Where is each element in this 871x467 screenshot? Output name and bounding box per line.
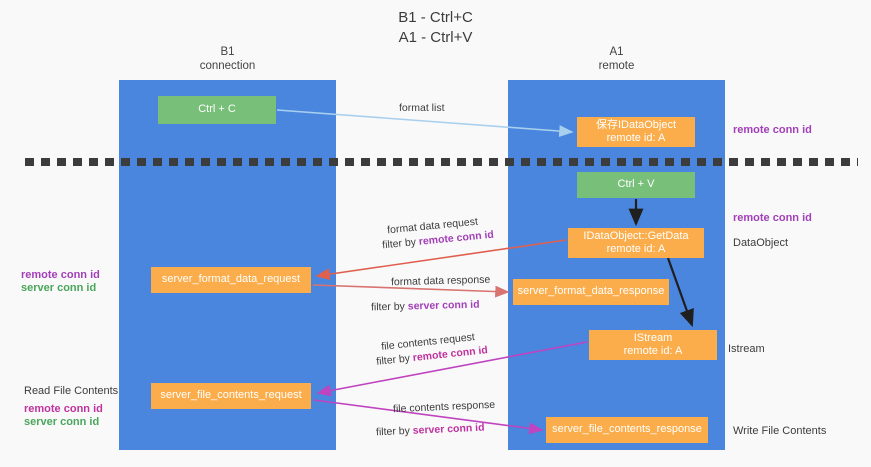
column-header-a1-role: remote [598, 60, 635, 72]
edge-filter-key-4: server conn id [412, 421, 485, 437]
annotation-left-remote-conn-id-mid: remote conn id [21, 269, 100, 281]
page-title-line-2: A1 - Ctrl+V [398, 29, 473, 46]
node-istream[interactable]: IStream remote id: A [589, 330, 717, 360]
node-save-idataobject-line1: 保存IDataObject [595, 118, 677, 131]
column-header-b1: B1 connection [119, 45, 336, 73]
node-save-idataobject[interactable]: 保存IDataObject remote id: A [577, 117, 695, 147]
node-ctrl-c-label: Ctrl + C [198, 103, 236, 116]
page-title: B1 - Ctrl+C A1 - Ctrl+V [0, 8, 871, 48]
node-idataobject-getdata-line1: IDataObject::GetData [583, 229, 689, 242]
node-server-format-data-response[interactable]: server_format_data_response [513, 279, 669, 305]
edge-filter-prefix-4: filter by [375, 424, 414, 439]
node-server-file-contents-request-label: server_file_contents_request [160, 389, 302, 402]
edge-caption-format-data-response: format data response [390, 273, 491, 289]
column-header-b1-name: B1 [220, 46, 235, 58]
edge-filter-key-2: server conn id [407, 298, 480, 313]
node-server-file-contents-response-label: server_file_contents_response [552, 423, 702, 436]
node-server-file-contents-request[interactable]: server_file_contents_request [151, 383, 311, 409]
annotation-remote-conn-id-top: remote conn id [733, 124, 812, 136]
edge-filter-prefix-3: filter by [375, 352, 414, 368]
node-istream-line1: IStream [633, 331, 673, 344]
edge-filter-file-contents-response: filter by server conn id [376, 421, 485, 440]
annotation-write-file-contents: Write File Contents [733, 425, 827, 437]
node-ctrl-c[interactable]: Ctrl + C [158, 96, 276, 124]
phase-divider [25, 158, 858, 166]
edge-filter-prefix-2: filter by [370, 300, 408, 314]
page-title-line-1: B1 - Ctrl+C [398, 9, 473, 26]
annotation-remote-conn-id-mid: remote conn id [733, 212, 812, 224]
annotation-read-file-contents: Read File Contents [24, 385, 119, 397]
node-istream-line2: remote id: A [623, 345, 683, 357]
edge-caption-file-contents-response: file contents response [392, 398, 496, 416]
node-idataobject-getdata-line2: remote id: A [606, 243, 666, 255]
node-server-format-data-request[interactable]: server_format_data_request [151, 267, 311, 293]
edge-filter-format-data-response: filter by server conn id [371, 298, 480, 315]
annotation-left-remote-conn-id-bottom: remote conn id [24, 403, 103, 415]
column-header-a1-name: A1 [609, 46, 624, 58]
annotation-istream: Istream [728, 343, 765, 355]
annotation-left-server-conn-id-mid: server conn id [21, 282, 97, 294]
node-ctrl-v[interactable]: Ctrl + V [577, 172, 695, 198]
column-header-a1: A1 remote [508, 45, 725, 73]
edge-filter-prefix-1: filter by [381, 235, 420, 252]
edge-caption-format-list: format list [399, 102, 445, 114]
annotation-left-server-conn-id-bottom: server conn id [24, 416, 100, 428]
node-idataobject-getdata[interactable]: IDataObject::GetData remote id: A [568, 228, 704, 258]
node-save-idataobject-line2: remote id: A [606, 132, 666, 144]
node-server-format-data-request-label: server_format_data_request [161, 273, 301, 286]
annotation-dataobject: DataObject [733, 237, 789, 249]
column-header-b1-role: connection [199, 60, 256, 72]
node-server-format-data-response-label: server_format_data_response [517, 285, 665, 298]
node-server-file-contents-response[interactable]: server_file_contents_response [546, 417, 708, 443]
node-ctrl-v-label: Ctrl + V [617, 178, 655, 191]
